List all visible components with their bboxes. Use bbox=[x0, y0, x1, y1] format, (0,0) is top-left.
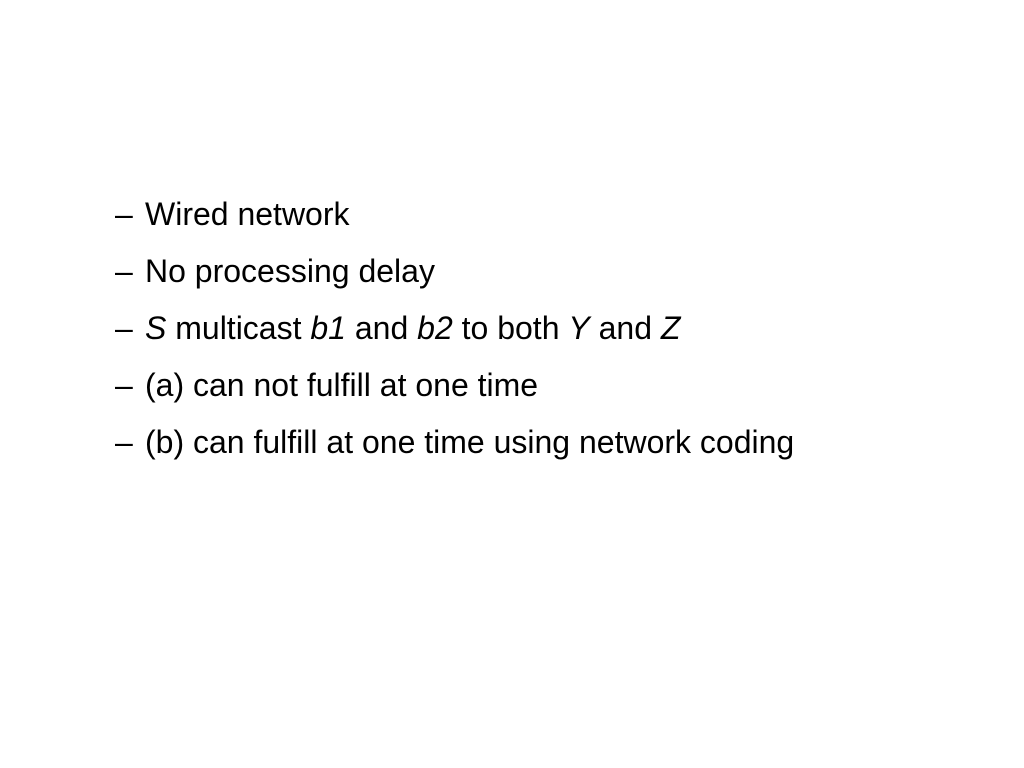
bullet-case-b: –(b) can fulfill at one time using netwo… bbox=[115, 414, 794, 471]
source-node-s: S bbox=[145, 310, 167, 346]
bullet-no-processing-delay: –No processing delay bbox=[115, 243, 794, 300]
receiver-node-y: Y bbox=[568, 310, 590, 346]
bullet-text-segment: to both bbox=[452, 310, 569, 346]
bullet-text: No processing delay bbox=[145, 253, 435, 289]
bullet-text: Wired network bbox=[145, 196, 350, 232]
bullet-text-segment: multicast bbox=[166, 310, 311, 346]
receiver-node-z: Z bbox=[660, 310, 681, 346]
bullet-wired-network: –Wired network bbox=[115, 186, 794, 243]
bullet-text-segment: and bbox=[589, 310, 661, 346]
bullet-dash: – bbox=[115, 310, 133, 346]
bullet-text: (a) can not fulfill at one time bbox=[145, 367, 539, 403]
bullet-dash: – bbox=[115, 424, 133, 460]
bullet-list: –Wired network –No processing delay –S m… bbox=[115, 186, 794, 471]
bullet-text: (b) can fulfill at one time using networ… bbox=[145, 424, 795, 460]
bullet-dash: – bbox=[115, 367, 133, 403]
bullet-dash: – bbox=[115, 196, 133, 232]
message-b2: b2 bbox=[417, 310, 453, 346]
bullet-multicast: –S multicast b1 and b2 to both Y and Z bbox=[115, 300, 794, 357]
bullet-text-segment: and bbox=[345, 310, 418, 346]
bullet-dash: – bbox=[115, 253, 133, 289]
message-b1: b1 bbox=[310, 310, 346, 346]
bullet-case-a: –(a) can not fulfill at one time bbox=[115, 357, 794, 414]
